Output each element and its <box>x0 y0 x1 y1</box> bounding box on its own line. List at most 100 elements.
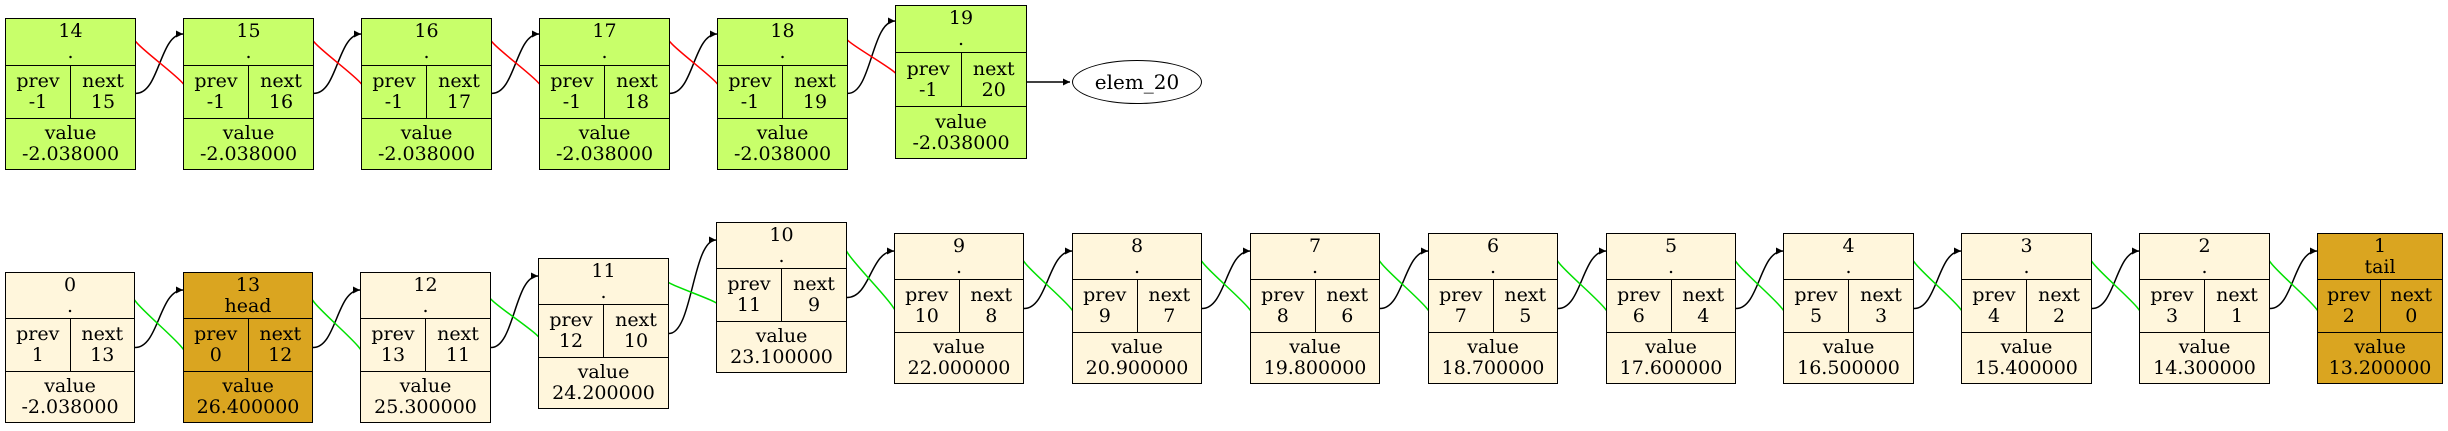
node-label: . <box>2023 255 2030 278</box>
prev-word: prev <box>549 309 593 332</box>
prev-index: -1 <box>384 90 404 113</box>
value-word: value <box>933 336 985 359</box>
value-number: 20.900000 <box>1085 357 1189 380</box>
edge-prev <box>840 32 899 78</box>
value-number: 23.100000 <box>730 346 833 369</box>
node-label: . <box>66 294 74 317</box>
next-index: 11 <box>445 344 471 367</box>
node-label: . <box>422 294 429 317</box>
value-word: value <box>1467 336 1519 359</box>
prev-index: 12 <box>558 330 584 353</box>
prev-word: prev <box>906 57 950 80</box>
prev-word: prev <box>1617 284 1661 307</box>
value-word: value <box>1645 336 1697 359</box>
value-number: 22.000000 <box>907 357 1011 380</box>
value-number: -2.038000 <box>21 396 119 419</box>
next-index: 0 <box>2405 305 2418 328</box>
node-header: 5. <box>1607 234 1735 281</box>
prev-index: 13 <box>380 344 406 367</box>
edge-next <box>2091 247 2140 310</box>
node-value: value-2.038000 <box>896 107 1026 158</box>
prev-word: prev <box>16 69 60 92</box>
node-value: value-2.038000 <box>362 119 491 169</box>
edge-prev <box>483 290 542 343</box>
next-index: 15 <box>90 90 116 113</box>
edge-prev <box>306 32 365 91</box>
prev-word: prev <box>1083 284 1127 307</box>
node-header: 18. <box>718 19 847 66</box>
next-word: next <box>616 69 658 92</box>
prev-word: prev <box>194 323 238 346</box>
edge-next <box>669 30 718 95</box>
prev-index: 9 <box>1098 305 1111 328</box>
node-index: 18 <box>770 19 795 42</box>
node-value: value-2.038000 <box>718 119 847 169</box>
next-index: 10 <box>623 330 649 353</box>
prev-cell: prev-1 <box>540 66 604 118</box>
next-index: 3 <box>1874 305 1888 328</box>
next-index: 6 <box>1341 305 1354 328</box>
prev-cell: prev-1 <box>718 66 782 118</box>
value-number: 24.200000 <box>552 382 655 405</box>
next-index: 2 <box>2052 305 2066 328</box>
next-word: next <box>2038 284 2080 307</box>
next-word: next <box>1326 284 1369 307</box>
next-word: next <box>82 69 124 92</box>
edge-prev <box>839 240 898 318</box>
node-index: 12 <box>413 273 438 296</box>
node-value: value-2.038000 <box>6 119 135 169</box>
node-label: . <box>423 40 430 63</box>
next-word: next <box>2216 284 2258 307</box>
node-index: 17 <box>592 19 617 42</box>
edge-prev <box>484 32 543 91</box>
node-header: 12. <box>361 273 490 320</box>
prev-index: 7 <box>1454 305 1467 328</box>
node-value: value-2.038000 <box>540 119 669 169</box>
prev-word: prev <box>550 69 594 92</box>
value-number: 26.400000 <box>196 396 300 419</box>
prev-index: -1 <box>918 78 938 101</box>
value-word: value <box>1111 336 1163 359</box>
next-index: 5 <box>1519 305 1532 328</box>
prev-word: prev <box>1261 284 1305 307</box>
edge-next <box>2269 247 2318 310</box>
value-number: -2.038000 <box>199 142 298 165</box>
value-number: 25.300000 <box>374 396 477 419</box>
edge-next <box>490 272 539 349</box>
edge-next <box>1557 247 1607 310</box>
next-word: next <box>438 69 480 92</box>
value-word: value <box>1822 336 1875 359</box>
edge-next <box>1735 247 1784 310</box>
node-label: . <box>67 40 74 63</box>
